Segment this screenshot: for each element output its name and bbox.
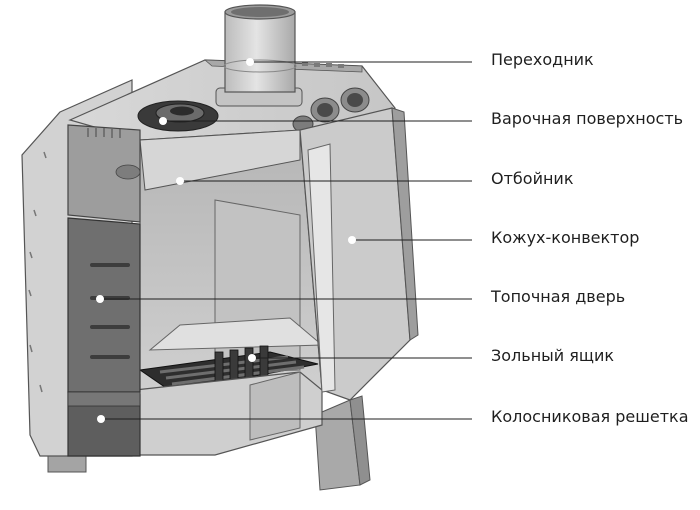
label-grate: Колосниковая решетка bbox=[491, 407, 689, 426]
label-deflector: Отбойник bbox=[491, 169, 574, 188]
firebox-door bbox=[67, 124, 141, 457]
label-firebox-door: Топочная дверь bbox=[491, 287, 626, 306]
deflector-plate bbox=[139, 129, 301, 191]
leader-lines bbox=[100, 61, 472, 420]
legs bbox=[47, 395, 371, 491]
label-ash-box: Зольный ящик bbox=[491, 346, 615, 365]
leader-dots bbox=[96, 58, 356, 423]
grate bbox=[138, 345, 319, 393]
pipe-adapter bbox=[215, 4, 303, 107]
side-vent-marks bbox=[28, 151, 47, 393]
label-adapter: Переходник bbox=[491, 50, 594, 69]
label-convector-casing: Кожух-конвектор bbox=[491, 228, 640, 247]
label-cooking-surface: Варочная поверхность bbox=[491, 109, 684, 128]
cooking-surface bbox=[137, 100, 219, 132]
